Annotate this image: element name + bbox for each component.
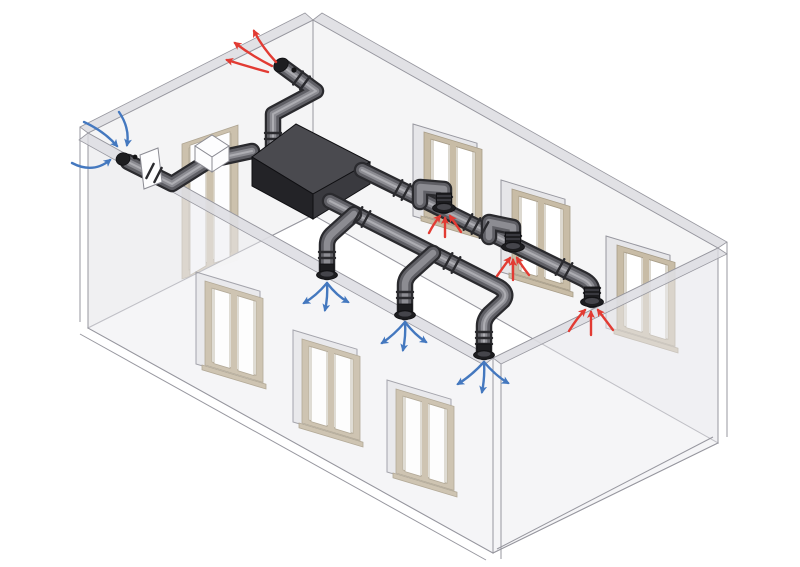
intake-duct-couplings (145, 162, 163, 184)
supply-diffuser-3 (473, 343, 495, 360)
extract-duct (353, 161, 605, 309)
extract-arrows-3 (567, 308, 615, 337)
supply-duct (316, 192, 514, 361)
supply-diffuser-1 (316, 263, 338, 280)
intake-duct (115, 134, 261, 193)
intake-silencer (194, 134, 230, 173)
air-flows (70, 29, 615, 394)
exhaust-clamp (291, 67, 297, 73)
exhaust-wall-outlet (273, 57, 289, 73)
exhaust-outlet-arrows (225, 29, 278, 74)
extract-arrows-2 (495, 256, 531, 282)
duct-system (115, 57, 605, 361)
exhaust-duct (263, 57, 325, 161)
extract-arrows-1 (427, 214, 463, 239)
supply-arrows-1 (302, 281, 350, 312)
supply-arrows-3 (456, 360, 510, 394)
intake-damper-handle (132, 154, 138, 160)
window-front-1 (195, 271, 267, 390)
right-base-band (496, 436, 714, 550)
fresh-intake-arrows (70, 110, 132, 169)
intake-wall-cap (115, 152, 131, 166)
window-front-2 (292, 329, 364, 448)
window-front-3 (386, 379, 458, 498)
supply-diffuser-2 (394, 303, 416, 320)
front-base-band (79, 333, 487, 561)
supply-arrows-2 (380, 320, 428, 352)
